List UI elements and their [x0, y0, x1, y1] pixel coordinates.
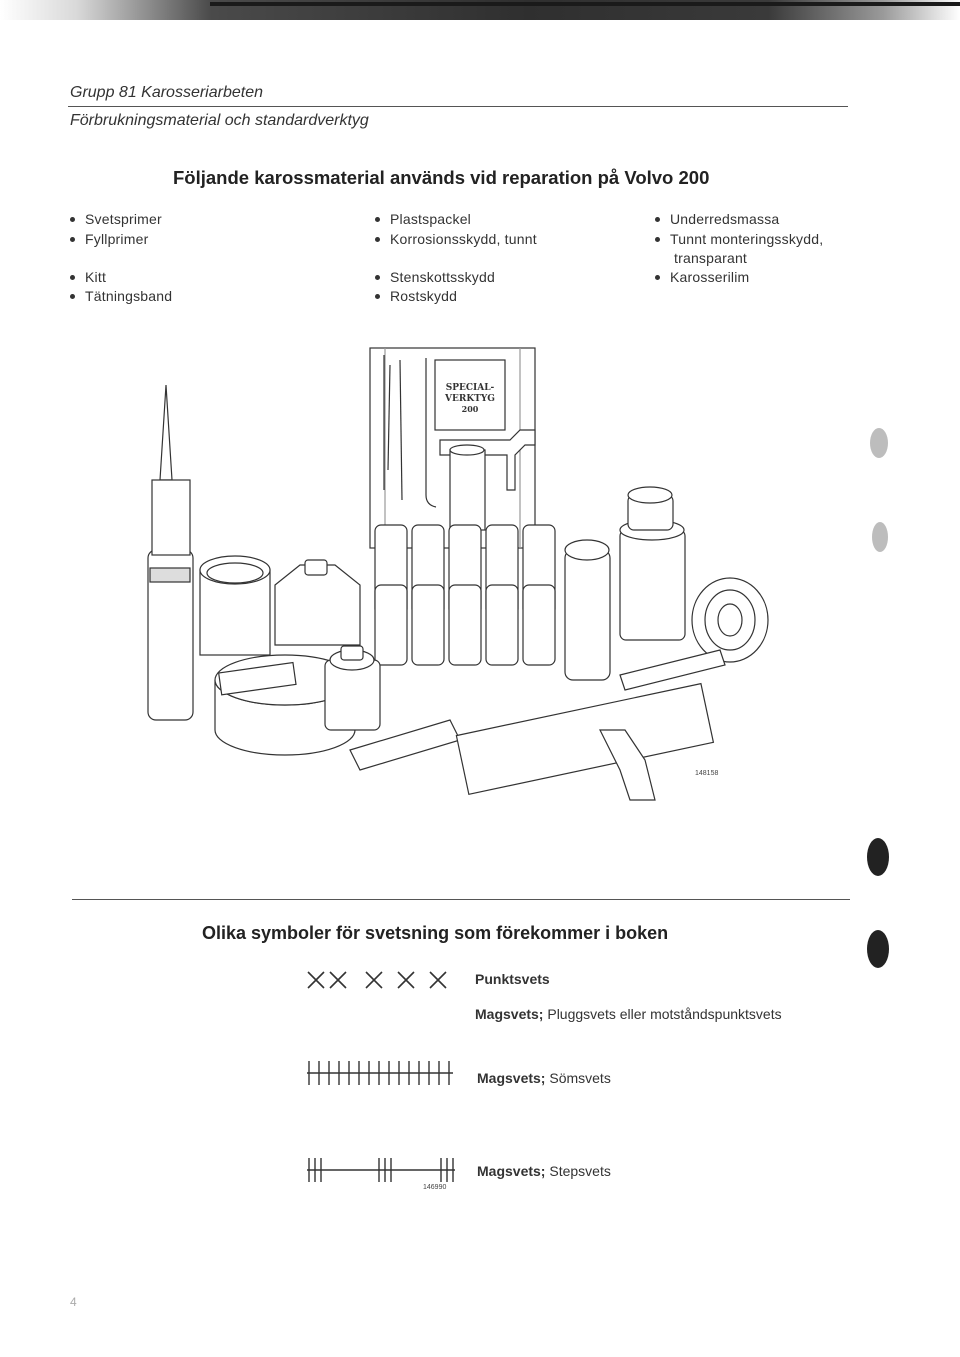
materials-column-1: Svetsprimer Fyllprimer Kitt Tätningsband: [70, 211, 310, 311]
tool-pegboard: SPECIAL- VERKTYG 200: [369, 347, 536, 549]
punch-hole-mark: [867, 838, 889, 876]
plug-weld-label: Magsvets; Pluggsvets eller motståndspunk…: [475, 1006, 782, 1022]
punch-hole-mark: [872, 522, 888, 552]
list-item: Svetsprimer: [70, 211, 162, 227]
spot-weld-label: Punktsvets: [475, 971, 550, 987]
cartridge-rack: [374, 524, 556, 666]
section-heading: Förbrukningsmaterial och standardverktyg: [70, 112, 369, 129]
list-item: Korrosionsskydd, tunnt: [375, 231, 537, 247]
large-can: [619, 486, 686, 641]
list-item: Tätningsband: [70, 288, 172, 304]
list-item: Fyllprimer: [70, 231, 148, 247]
mixing-bowl: [214, 654, 356, 756]
list-item: Kitt: [70, 269, 106, 285]
seam-weld-symbol: [307, 1061, 453, 1085]
sealing-tape-roll: [619, 577, 769, 691]
header-rule: [68, 106, 848, 107]
spray-can: [564, 539, 611, 681]
materials-column-2: Plastspackel Korrosionsskydd, tunnt Sten…: [375, 211, 635, 311]
svg-text:VERKTYG: VERKTYG: [444, 394, 495, 404]
punch-hole-mark: [867, 930, 889, 968]
list-item-continuation: transparant: [674, 250, 748, 266]
chapter-heading: Grupp 81 Karosseriarbeten: [70, 84, 263, 101]
illustration-figure-number: 148158: [695, 770, 718, 777]
stitch-weld-label: Magsvets; Stepsvets: [477, 1163, 611, 1179]
top-border-line: [210, 2, 960, 6]
list-item: Tunnt monteringsskydd,: [655, 231, 823, 247]
materials-title: Följande karossmaterial används vid repa…: [173, 167, 710, 188]
small-jar: [324, 645, 381, 731]
materials-illustration: SPECIAL- VERKTYG 200: [147, 347, 769, 801]
paint-tin: [199, 555, 271, 656]
square-bottle: [274, 559, 361, 646]
section-rule: [72, 899, 850, 900]
seam-weld-label: Magsvets; Sömsvets: [477, 1070, 611, 1086]
stitch-weld-symbol: [307, 1158, 455, 1182]
punch-hole-mark: [870, 428, 888, 458]
caulk-tube: [147, 384, 194, 721]
list-item: Rostskydd: [375, 288, 457, 304]
caulking-gun: [349, 682, 715, 801]
page-number: 4: [70, 1295, 77, 1309]
welding-symbols-title: Olika symboler för svetsning som förekom…: [202, 923, 669, 943]
materials-column-3: Underredsmassa Tunnt monteringsskydd, tr…: [655, 211, 915, 311]
symbols-figure-number: 146990: [423, 1184, 447, 1191]
list-item: Karosserilim: [655, 269, 749, 285]
svg-text:200: 200: [462, 404, 479, 414]
list-item: Plastspackel: [375, 211, 471, 227]
spot-weld-symbol: [307, 971, 447, 989]
list-item: Underredsmassa: [655, 211, 779, 227]
list-item: Stenskottsskydd: [375, 269, 495, 285]
svg-text:SPECIAL-: SPECIAL-: [446, 383, 495, 393]
